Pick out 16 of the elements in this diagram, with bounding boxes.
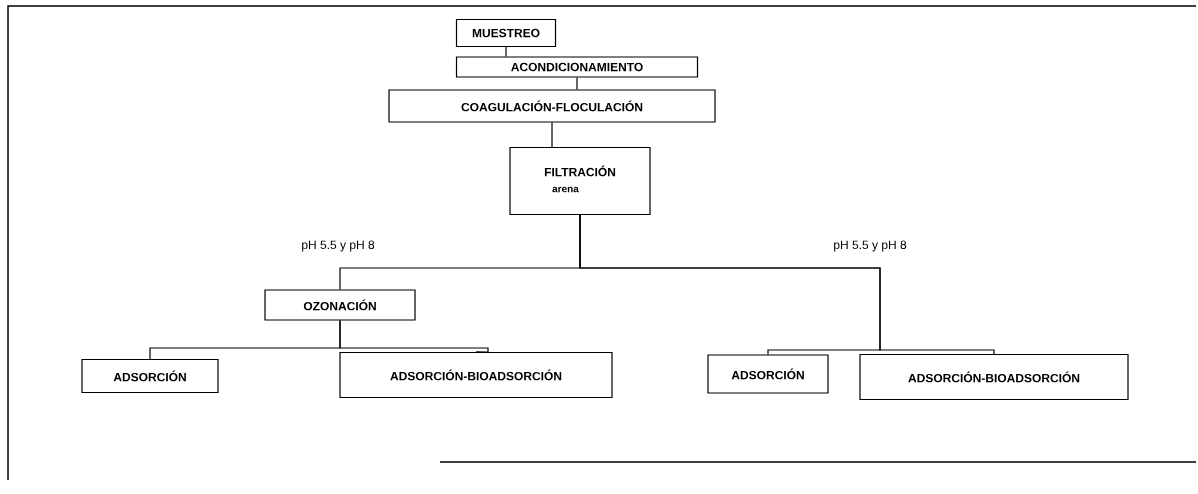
connector-line [576,77,578,90]
process-box: ADSORCIÓN [707,354,829,394]
process-box: ADSORCIÓN [81,358,219,394]
connector-line [551,122,553,148]
connector-line [579,214,995,355]
process-box: OZONACIÓN [264,289,416,321]
process-box: FILTRACIÓN arena [509,146,651,216]
process-box: MUESTREO [455,18,557,48]
connector-line [505,46,507,57]
condition-label: pH 5.5 y pH 8 [834,240,907,252]
process-box: ACONDICIONAMIENTO [455,56,699,78]
process-box: COAGULACIÓN-FLOCULACIÓN [388,89,716,123]
connector-line [339,320,489,353]
process-box: ADSORCIÓN-BIOADSORCIÓN [339,351,613,399]
condition-label: pH 5.5 y pH 8 [302,240,375,252]
process-box: ADSORCIÓN-BIOADSORCIÓN [859,353,1129,401]
